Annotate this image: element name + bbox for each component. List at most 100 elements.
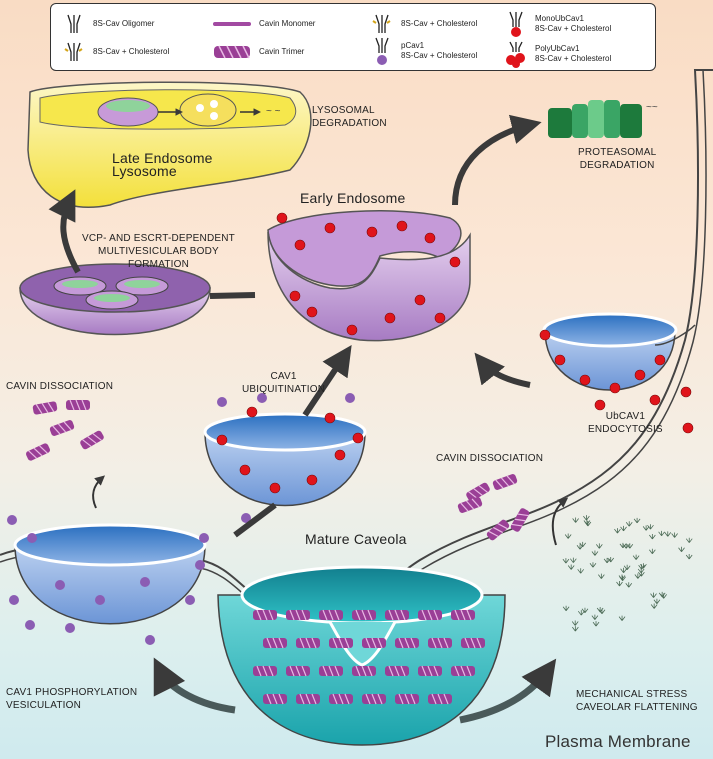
pcav1-icon [375,37,389,65]
modification-markers [7,212,694,645]
cavin-trimer [286,609,310,621]
ubiquitin-marker [539,329,551,341]
ubiquitin-marker [649,394,661,406]
late-endosome-label: Late Endosome Lysosome [112,150,213,179]
oligomer-icon [67,14,81,33]
ubiquitin-marker [424,232,436,244]
cavin-trimer [66,399,90,411]
phospho-marker [55,580,65,590]
cavin-trimer [296,693,320,705]
ubiquitin-marker [216,434,228,446]
ubiquitin-marker [269,482,281,494]
phospho-marker [9,595,19,605]
phosphorylation-vesiculation-label: CAV1 PHOSPHORYLATION VESICULATION [6,687,138,711]
legend-label-trimer: Cavin Trimer [259,47,305,56]
proteasomal-degradation-label: PROTEASOMAL DEGRADATION [578,147,657,171]
ubiquitin-marker [334,449,346,461]
ubiquitin-marker [276,212,288,224]
phospho-marker [185,595,195,605]
svg-text:~~: ~~ [646,102,658,113]
lysosomal-degradation-label: LYSOSOMAL DEGRADATION [312,105,387,129]
monoubcav1-icon [509,11,523,37]
arrow-cavin-diss-left [92,475,106,509]
cavin-trimer [510,508,530,532]
phospho-marker [65,623,75,633]
cavin-trimer [362,637,386,649]
cavin-dissociation-left-label: CAVIN DISSOCIATION [6,381,114,392]
cavin-trimer [319,609,343,621]
arrow-mvb-to-lysosome [48,189,81,274]
ubiquitin-marker [306,306,318,318]
legend-box: 8S-Cav Oligomer 8S-Cav + Cholesterol Cav… [50,3,656,71]
cavin-trimer [362,693,386,705]
cavin-trimer [418,609,442,621]
phospho-marker [217,397,227,407]
phospho-marker [241,513,251,523]
cavin-trimer [352,609,376,621]
ubiquitin-marker [324,412,336,424]
flattened-caveolae-scatter [562,515,693,632]
cavin-trimer [428,693,452,705]
ubiquitin-marker [579,374,591,386]
legend-item-chol: 8S-Cav + Cholesterol [369,12,477,36]
arrow-mature-to-phospho [153,657,236,714]
legend-label-polyub: PolyUbCav1 8S-Cav + Cholesterol [535,44,612,63]
cavin-trimer [385,665,409,677]
legend-label-monomer: Cavin Monomer [259,19,316,28]
oligomer-cholesterol-icon [64,42,83,61]
legend-label-monoub: MonoUbCav1 8S-Cav + Cholesterol [535,14,612,33]
phospho-marker [7,515,17,525]
early-endosome [267,210,471,342]
legend-label-oligomer-chol: 8S-Cav + Cholesterol [93,47,170,56]
ubiquitin-marker [449,256,461,268]
legend-item-monoub: MonoUbCav1 8S-Cav + Cholesterol [503,10,611,38]
svg-text:~ ~: ~ ~ [266,106,281,117]
legend-item-pcav1: pCav1 8S-Cav + Cholesterol [369,36,477,66]
phospho-marker [27,533,37,543]
phospho-marker [257,393,267,403]
legend-item-trimer: Cavin Trimer [211,40,304,64]
legend-label-oligomer: 8S-Cav Oligomer [93,19,155,28]
phospho-marker [145,635,155,645]
cavin-monomer-icon [213,22,251,26]
ubiquitin-marker [654,354,666,366]
mature-caveola [217,565,506,746]
phospho-marker [345,393,355,403]
cavin-dissociation-right-label: CAVIN DISSOCIATION [436,453,544,464]
mechanical-stress-label: MECHANICAL STRESS CAVEOLAR FLATTENING [576,689,698,713]
phospho-marker [25,620,35,630]
ubiquitin-marker [682,422,694,434]
arrow-mature-to-ubiq [233,502,277,538]
cavin-trimer-icon [214,45,250,59]
ubcav1-endocytosis-label: UbCAV1 ENDOCYTOSIS [588,411,663,435]
cavin-trimer [296,637,320,649]
cavin-trimer [49,420,75,436]
legend-item-polyub: PolyUbCav1 8S-Cav + Cholesterol [503,40,611,68]
phospho-marker [199,533,209,543]
ubiquitin-marker [306,474,318,486]
cavin-trimer [486,519,510,541]
cavin-trimer [329,693,353,705]
cavin-trimer [428,637,452,649]
multivesicular-body [19,263,211,336]
cavin-trimer [418,665,442,677]
cholesterol-icon [372,14,391,33]
arrow-endosome-to-mvb [209,292,256,299]
early-endosome-label: Early Endosome [300,190,406,206]
ubiquitin-marker [414,294,426,306]
cavin-trimer [253,665,277,677]
arrow-endocytosis-to-endosome [474,352,531,388]
ubiquitin-marker [366,226,378,238]
ubiquitin-marker [239,464,251,476]
cavin-trimer [451,665,475,677]
mature-caveola-label: Mature Caveola [305,531,407,547]
late-endosome-lysosome: ~ ~ [27,81,312,208]
cavin-trimer [466,482,490,502]
ubiquitin-marker [294,239,306,251]
arrow-mature-to-flattening [459,658,557,724]
phospho-marker [195,560,205,570]
cavin-trimer [263,693,287,705]
cavin-trimer [492,474,518,490]
phospho-marker [95,595,105,605]
cavin-trimer [32,401,58,415]
